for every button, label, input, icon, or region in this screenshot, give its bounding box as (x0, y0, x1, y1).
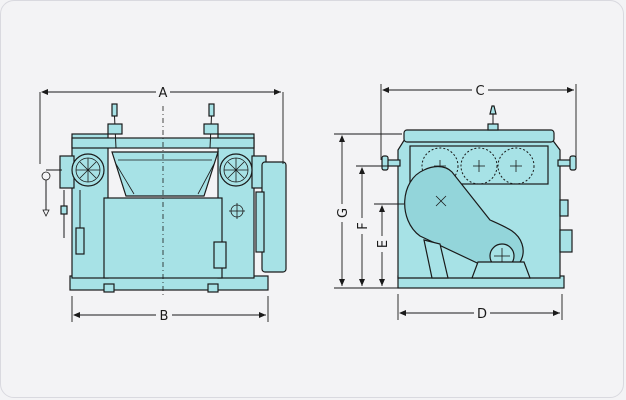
dimension-a: A (39, 86, 284, 164)
front-hopper (111, 151, 219, 197)
front-view (41, 103, 287, 298)
dimension-label-a: A (159, 86, 168, 101)
left-fittings (41, 169, 85, 255)
dimension-label-g: G (336, 208, 351, 218)
side-view (381, 105, 577, 289)
side-handles (381, 155, 577, 171)
control-knob (229, 203, 245, 219)
dimension-f: F (356, 165, 388, 286)
dimension-g: G (334, 133, 402, 289)
side-belt-guard (404, 165, 524, 273)
dimension-e: E (374, 203, 404, 286)
dimension-label-f: F (356, 222, 371, 229)
front-foot-left (103, 283, 115, 293)
dimension-label-e: E (376, 240, 391, 248)
side-rollers (421, 147, 535, 185)
dimension-c: C (380, 84, 577, 160)
side-top-rail (403, 129, 555, 143)
top-levers (107, 103, 219, 149)
handwheel-left (71, 153, 105, 187)
dimension-label-d: D (477, 307, 487, 322)
front-foot-right (207, 283, 219, 293)
front-motor (261, 161, 287, 273)
handwheel-right (219, 153, 253, 187)
dimension-d: D (397, 294, 563, 322)
side-top-lever (487, 105, 499, 131)
dimension-label-c: C (475, 84, 484, 99)
dimension-b: B (71, 296, 269, 324)
dimension-label-b: B (160, 309, 169, 324)
